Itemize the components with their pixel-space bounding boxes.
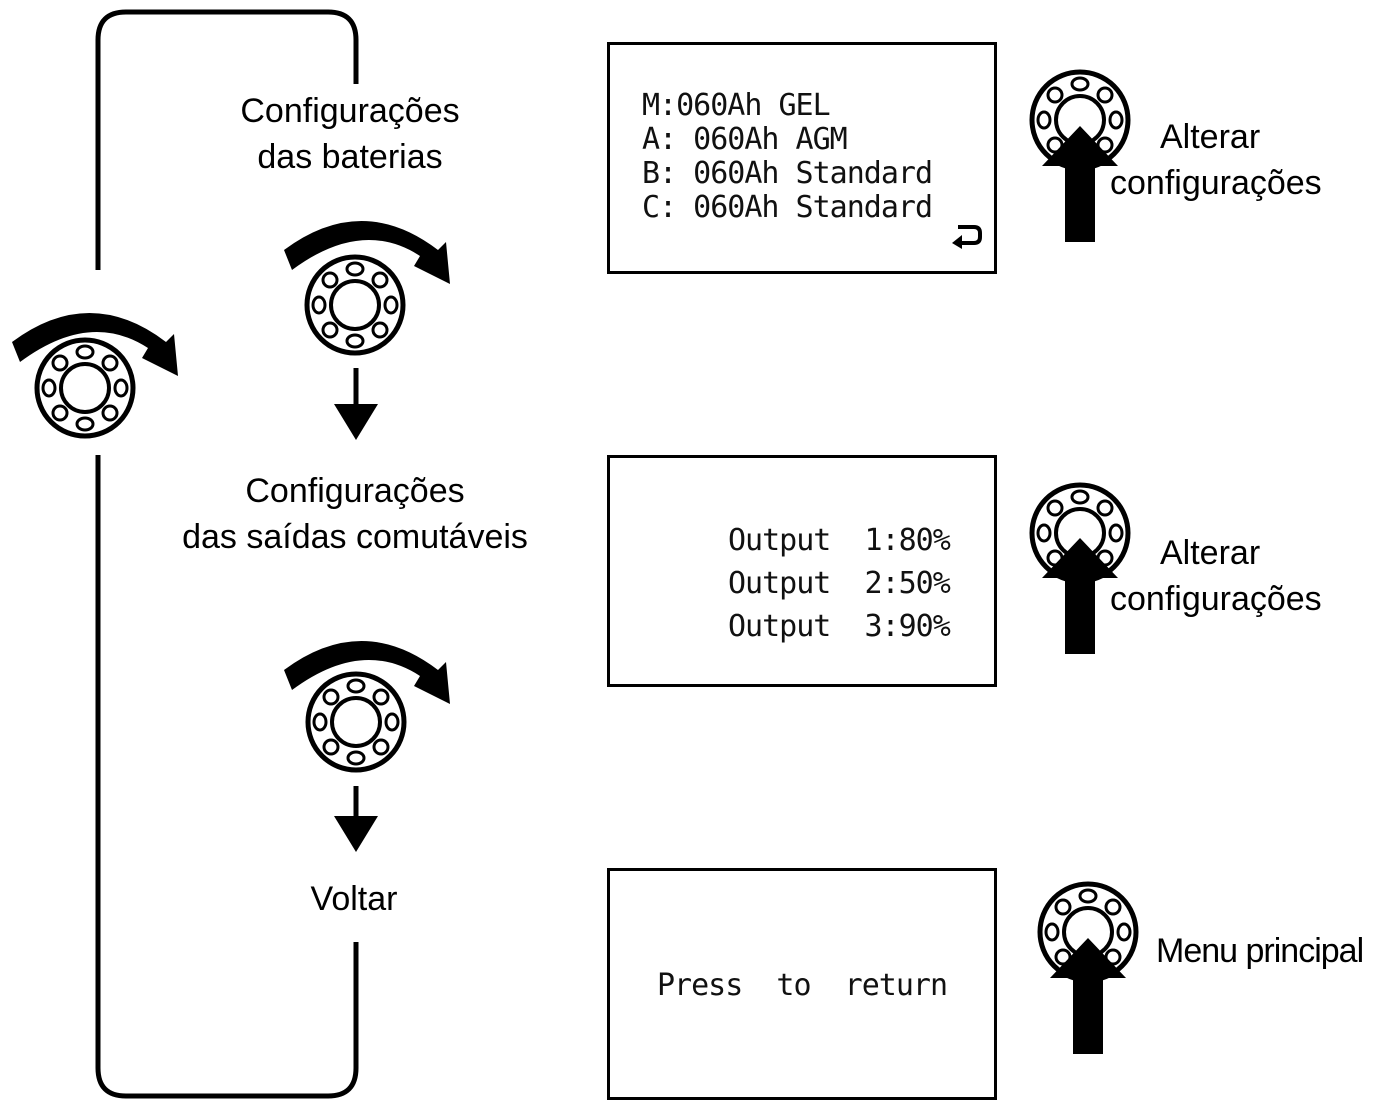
step-outputs-line1: Configurações: [245, 472, 465, 510]
action-outputs-line1: Alterar: [1160, 534, 1261, 572]
action-battery-label: Alterar configurações: [1110, 114, 1322, 206]
display-line: M:060Ah GEL: [642, 88, 831, 123]
display-line: Press to return: [656, 968, 948, 1003]
action-outputs-line2: configurações: [1110, 580, 1322, 618]
loop-line-top: [95, 9, 359, 270]
step-back-label: Voltar: [310, 880, 398, 918]
battery-display: M:060Ah GEL A: 060Ah AGM B: 060Ah Standa…: [607, 42, 997, 274]
step-outputs-label: Configurações das saídas comutáveis: [150, 468, 560, 560]
action-battery-line2: configurações: [1110, 164, 1322, 202]
outputs-display: Output 1:80% Output 2:50% Output 3:90%: [607, 455, 997, 687]
down-arrow-icon: [334, 816, 378, 852]
display-line: B: 060Ah Standard: [642, 156, 933, 191]
display-line: A: 060Ah AGM: [642, 122, 848, 157]
rotary-knob-icon[interactable]: [307, 257, 403, 353]
display-line: Output 1:80%: [728, 523, 951, 558]
action-battery-line1: Alterar: [1160, 118, 1261, 156]
return-icon: [952, 225, 982, 249]
action-back-label: Menu principal: [1156, 932, 1364, 970]
back-display: Press to return: [607, 868, 997, 1100]
step-battery-line2: das baterias: [257, 138, 443, 176]
step-battery-line1: Configurações: [240, 92, 460, 130]
action-outputs-label: Alterar configurações: [1110, 530, 1322, 622]
rotary-knob-icon[interactable]: [308, 674, 404, 770]
display-line: C: 060Ah Standard: [642, 190, 933, 225]
display-line: Output 3:90%: [728, 609, 951, 644]
rotary-knob-icon[interactable]: [37, 340, 133, 436]
display-line: Output 2:50%: [728, 566, 951, 601]
step-outputs-line2: das saídas comutáveis: [182, 518, 528, 556]
loop-line-bottom: [95, 455, 359, 1099]
down-arrow-icon: [334, 404, 378, 440]
step-battery-label: Configurações das baterias: [200, 88, 500, 180]
